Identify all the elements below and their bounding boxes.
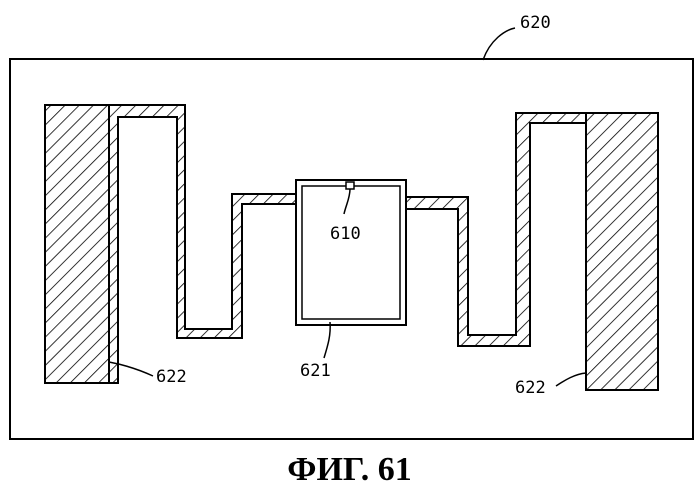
- ic-chip: [346, 182, 354, 189]
- figure-caption: ФИГ. 61: [0, 450, 699, 490]
- label-622-left: 622: [156, 367, 187, 387]
- loop-outer: [296, 180, 406, 325]
- label-622-right: 622: [515, 378, 546, 398]
- antenna-pad-left: [45, 105, 109, 383]
- antenna-pad-right: [586, 113, 658, 390]
- label-620: 620: [520, 13, 551, 33]
- label-610: 610: [330, 224, 361, 244]
- leader-line-620: [483, 28, 515, 60]
- label-621: 621: [300, 361, 331, 381]
